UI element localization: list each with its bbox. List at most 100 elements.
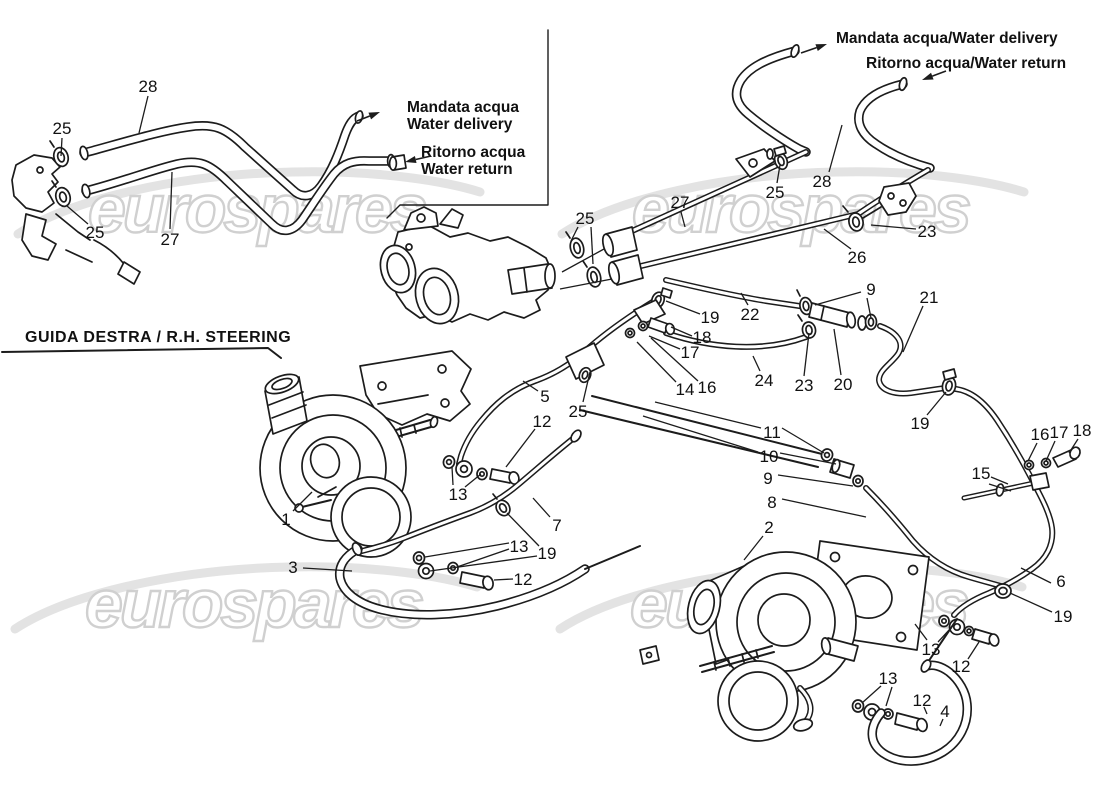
annotation-arrow-line (932, 70, 947, 77)
part-number-25[interactable]: 25 (53, 119, 72, 138)
turbo-1 (259, 350, 520, 558)
part-number-22[interactable]: 22 (741, 305, 760, 324)
leader-line (1020, 567, 1052, 584)
part-number-6[interactable]: 6 (1056, 572, 1065, 591)
part-number-13[interactable]: 13 (922, 640, 941, 659)
part-callout-18: 18 (1068, 421, 1092, 454)
leader-line (590, 226, 594, 265)
banjo-bolt (971, 628, 993, 645)
part-number-7[interactable]: 7 (552, 516, 561, 535)
part-number-23[interactable]: 23 (795, 376, 814, 395)
part-number-12[interactable]: 12 (913, 691, 932, 710)
banjo-bolt (647, 317, 669, 334)
part-callout-16: 16 (650, 337, 717, 397)
part-number-28[interactable]: 28 (813, 172, 832, 191)
heater-pipe-21-6 (876, 323, 1081, 618)
part-number-23[interactable]: 23 (918, 222, 937, 241)
part-number-17[interactable]: 17 (1050, 423, 1069, 442)
part-number-5[interactable]: 5 (540, 387, 549, 406)
leader-line (967, 641, 980, 660)
part-callout-17: 17 (1045, 423, 1069, 462)
part-callout-12: 12 (913, 691, 932, 715)
part-number-3[interactable]: 3 (288, 558, 297, 577)
part-number-13[interactable]: 13 (449, 485, 468, 504)
part-number-27[interactable]: 27 (671, 193, 690, 212)
leader-line (636, 341, 677, 383)
part-number-19[interactable]: 19 (701, 308, 720, 327)
part-number-12[interactable]: 12 (952, 657, 971, 676)
hose-clamp (801, 321, 817, 339)
pipe-bracket (878, 182, 917, 216)
part-number-2[interactable]: 2 (764, 518, 773, 537)
leader-line (654, 401, 762, 429)
tee-fitting (808, 302, 851, 328)
part-number-19[interactable]: 19 (538, 544, 557, 563)
part-number-19[interactable]: 19 (1054, 607, 1073, 626)
leader-line (680, 211, 686, 228)
part-number-14[interactable]: 14 (676, 380, 695, 399)
part-number-18[interactable]: 18 (1073, 421, 1092, 440)
leader-line (424, 542, 510, 558)
part-number-16[interactable]: 16 (1031, 425, 1050, 444)
return-pipe-7 (359, 429, 582, 554)
engine-stub (11, 154, 141, 285)
leader-line (740, 292, 749, 306)
leader-line (169, 171, 173, 230)
part-number-9[interactable]: 9 (866, 280, 875, 299)
part-number-25[interactable]: 25 (766, 183, 785, 202)
part-number-21[interactable]: 21 (920, 288, 939, 307)
part-number-18[interactable]: 18 (693, 328, 712, 347)
part-callout-22: 22 (740, 292, 760, 324)
hose-14 (565, 342, 605, 380)
part-number-19[interactable]: 19 (911, 414, 930, 433)
part-number-25[interactable]: 25 (576, 209, 595, 228)
part-number-4[interactable]: 4 (940, 702, 949, 721)
part-number-15[interactable]: 15 (972, 464, 991, 483)
part-number-12[interactable]: 12 (514, 570, 533, 589)
annotation-water-delivery-right: Mandata acqua/Water delivery (800, 30, 1058, 54)
leader-line (937, 628, 951, 643)
leader-line (456, 548, 510, 568)
part-callout-3: 3 (288, 558, 353, 577)
part-callout-7: 7 (532, 497, 562, 535)
part-number-20[interactable]: 20 (834, 375, 853, 394)
part-callout-25: 25 (53, 119, 72, 157)
leader-line (505, 428, 536, 468)
coolant-tee-pipes (663, 277, 878, 350)
part-number-10[interactable]: 10 (760, 447, 779, 466)
part-number-1[interactable]: 1 (281, 510, 290, 529)
part-number-25[interactable]: 25 (86, 223, 105, 242)
part-number-24[interactable]: 24 (755, 371, 774, 390)
right-hose-assembly (559, 44, 935, 290)
leader-line (665, 300, 701, 315)
part-callout-19: 19 (911, 391, 947, 433)
part-callout-9: 9 (814, 280, 876, 319)
watermark-text: eurospares (632, 171, 970, 247)
part-callout-19: 19 (429, 512, 557, 572)
part-number-25[interactable]: 25 (569, 402, 588, 421)
part-number-16[interactable]: 16 (698, 378, 717, 397)
pipe-nut-19 (994, 583, 1012, 599)
part-number-26[interactable]: 26 (848, 248, 867, 267)
leader-line (464, 473, 482, 488)
part-number-13[interactable]: 13 (879, 669, 898, 688)
part-number-17[interactable]: 17 (681, 343, 700, 362)
part-number-28[interactable]: 28 (139, 77, 158, 96)
part-callout-11: 11 (654, 401, 825, 454)
part-number-13[interactable]: 13 (510, 537, 529, 556)
hose-clamp (586, 266, 602, 288)
part-number-11[interactable]: 11 (763, 423, 781, 442)
wastegate-actuator (717, 660, 799, 742)
hose-clamp (54, 186, 72, 208)
part-callout-4: 4 (939, 702, 950, 727)
part-number-9[interactable]: 9 (763, 469, 772, 488)
part-number-27[interactable]: 27 (161, 230, 180, 249)
steering-variant-note: GUIDA DESTRA / R.H. STEERING (25, 329, 291, 346)
part-number-8[interactable]: 8 (767, 493, 776, 512)
part-number-12[interactable]: 12 (533, 412, 552, 431)
inset-box-border (386, 29, 549, 219)
leader-line (292, 491, 313, 512)
part-callout-18: 18 (670, 326, 712, 347)
watermark: eurospares (557, 167, 1029, 248)
